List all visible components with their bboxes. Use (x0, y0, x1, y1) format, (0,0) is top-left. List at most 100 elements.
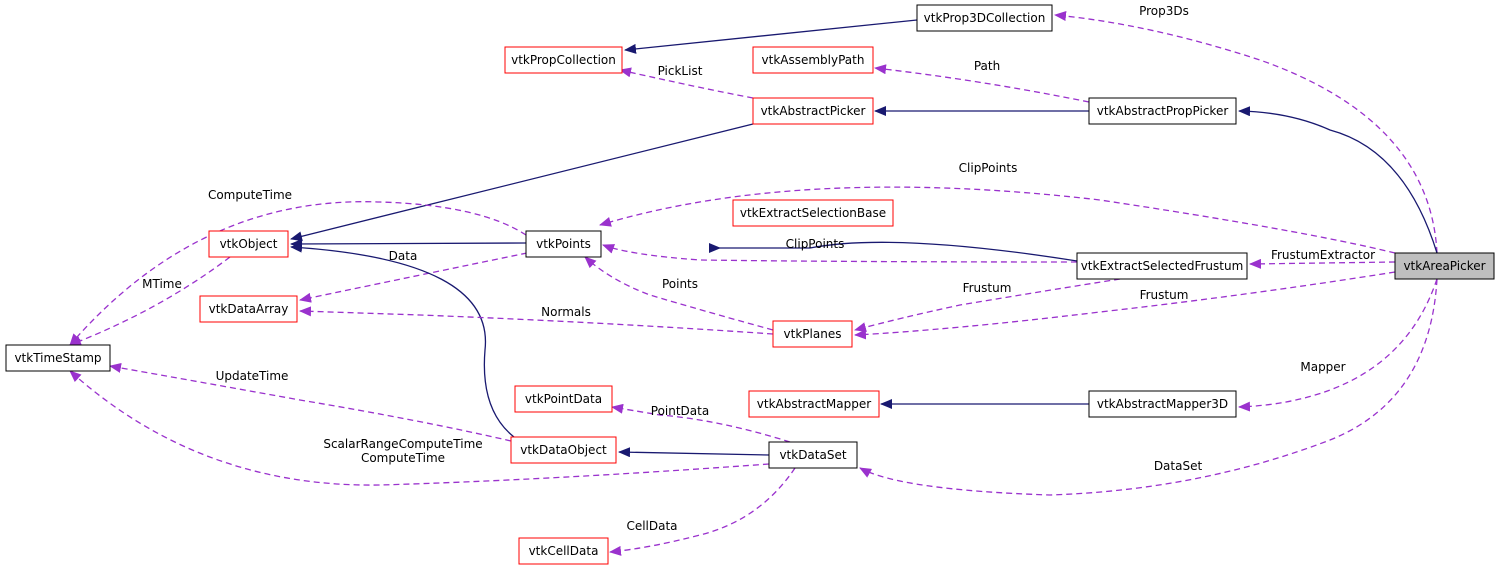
usage-edge-vtkExtractSelectedFrustum-to-vtkPlanes (854, 278, 1121, 332)
usage-edge-vtkAbstractPicker-to-vtkPropCollection (619, 67, 754, 99)
edge-label-vtkDataSet-to-vtkTimeStamp: ScalarRangeComputeTime (323, 437, 482, 451)
node-label-vtkExtractSelectionBase: vtkExtractSelectionBase (740, 206, 886, 220)
edge-label-vtkDataObject-to-vtkTimeStamp: UpdateTime (216, 369, 289, 383)
edge-label-vtkPlanes-to-vtkDataArray: Normals (541, 305, 591, 319)
usage-edge-vtkAreaPicker-to-vtkExtractSelectedFrustum (1249, 258, 1396, 269)
node-label-vtkCellData: vtkCellData (529, 544, 599, 558)
node-box-vtkPlanes (772, 320, 853, 348)
node-vtkDataObject[interactable]: vtkDataObject (510, 436, 617, 464)
usage-edge-vtkPoints-to-vtkDataArray (299, 252, 528, 303)
inheritance-edge-vtkAreaPicker-to-vtkAbstractPropPicker (1238, 106, 1438, 254)
edge-label-vtkPoints-to-vtkDataArray: Data (389, 249, 418, 263)
node-label-vtkExtractSelectedFrustum: vtkExtractSelectedFrustum (1081, 259, 1244, 273)
node-label-vtkAbstractPropPicker: vtkAbstractPropPicker (1097, 104, 1229, 118)
node-box-vtkObject (208, 230, 289, 258)
usage-edge-vtkPlanes-to-vtkPoints (584, 256, 774, 331)
node-vtkPropCollection[interactable]: vtkPropCollection (504, 46, 623, 74)
node-box-vtkAbstractMapper (748, 390, 880, 418)
usage-edge-vtkAreaPicker-to-vtkProp3DCollection (1054, 11, 1438, 254)
node-label-vtkProp3DCollection: vtkProp3DCollection (924, 11, 1046, 25)
edge-label-vtkAreaPicker-to-vtkExtractSelectedFrustum: FrustumExtractor (1271, 248, 1375, 262)
node-vtkExtractSelectionBase[interactable]: vtkExtractSelectionBase (732, 199, 894, 227)
usage-edge-vtkAbstractPropPicker-to-vtkAssemblyPath (874, 64, 1090, 103)
usage-edge-vtkAreaPicker-to-vtkPlanes (854, 271, 1396, 340)
node-label-vtkPropCollection: vtkPropCollection (511, 53, 616, 67)
node-vtkObject[interactable]: vtkObject (208, 230, 289, 258)
usage-edge-vtkAreaPicker-to-vtkPoints (599, 186, 1396, 254)
edge-label-vtkDataSet-to-vtkPointData: PointData (651, 404, 709, 418)
node-vtkPointData[interactable]: vtkPointData (514, 385, 613, 413)
usage-edge-vtkExtractSelectedFrustum-to-vtkPoints (602, 244, 1078, 263)
edge-label-vtkExtractSelectedFrustum-to-vtkPlanes: Frustum (963, 281, 1012, 295)
node-vtkDataArray[interactable]: vtkDataArray (199, 295, 298, 323)
inheritance-edge-vtkAbstractPicker-to-vtkObject (290, 123, 754, 242)
node-label-vtkDataArray: vtkDataArray (209, 302, 289, 316)
node-vtkAbstractMapper3D[interactable]: vtkAbstractMapper3D (1088, 390, 1237, 418)
node-vtkProp3DCollection[interactable]: vtkProp3DCollection (916, 4, 1053, 32)
node-box-vtkProp3DCollection (916, 4, 1053, 32)
edge-label-vtkAreaPicker-to-vtkAbstractMapper3D: Mapper (1300, 360, 1345, 374)
node-box-vtkAssemblyPath (752, 46, 874, 74)
node-vtkTimeStamp[interactable]: vtkTimeStamp (5, 344, 111, 372)
usage-edge-vtkObject-to-vtkTimeStamp (69, 256, 231, 346)
usage-edge-vtkDataSet-to-vtkTimeStamp (69, 370, 770, 486)
node-box-vtkDataObject (510, 436, 617, 464)
edge-label-vtkAreaPicker-to-vtkDataSet: DataSet (1154, 459, 1203, 473)
node-box-vtkAreaPicker (1394, 252, 1495, 280)
node-vtkAbstractPicker[interactable]: vtkAbstractPicker (752, 97, 874, 125)
node-vtkExtractSelectedFrustum[interactable]: vtkExtractSelectedFrustum (1076, 252, 1248, 280)
node-vtkDataSet[interactable]: vtkDataSet (768, 441, 858, 469)
edge-label-vtkPoints-to-vtkTimeStamp: ComputeTime (208, 188, 292, 202)
node-vtkAreaPicker: vtkAreaPicker (1394, 252, 1495, 280)
usage-edge-vtkAreaPicker-to-vtkDataSet (859, 278, 1438, 496)
node-label-vtkDataObject: vtkDataObject (520, 443, 607, 457)
node-box-vtkAbstractPicker (752, 97, 874, 125)
inheritance-edge-vtkPoints-to-vtkObject (290, 238, 527, 249)
node-box-vtkExtractSelectedFrustum (1076, 252, 1248, 280)
node-vtkCellData[interactable]: vtkCellData (518, 537, 609, 565)
node-box-vtkDataArray (199, 295, 298, 323)
node-box-vtkExtractSelectionBase (732, 199, 894, 227)
node-label-vtkObject: vtkObject (220, 237, 278, 251)
edge-label-vtkPlanes-to-vtkPoints: Points (662, 277, 698, 291)
node-box-vtkDataSet (768, 441, 858, 469)
node-box-vtkCellData (518, 537, 609, 565)
inheritance-edge-vtkDataSet-to-vtkDataObject (618, 447, 770, 458)
inheritance-edge-vtkDataObject-to-vtkObject (290, 242, 515, 438)
edge-label-vtkDataSet-to-vtkTimeStamp: ComputeTime (361, 451, 445, 465)
edge-label-vtkDataSet-to-vtkCellData: CellData (626, 519, 677, 533)
node-label-vtkPointData: vtkPointData (525, 392, 602, 406)
edge-label-vtkAbstractPropPicker-to-vtkAssemblyPath: Path (974, 59, 1000, 73)
edge-label-vtkAreaPicker-to-vtkPlanes: Frustum (1140, 288, 1189, 302)
node-vtkAbstractPropPicker[interactable]: vtkAbstractPropPicker (1088, 97, 1237, 125)
node-label-vtkDataSet: vtkDataSet (779, 448, 846, 462)
node-label-vtkAbstractPicker: vtkAbstractPicker (761, 104, 866, 118)
node-label-vtkAbstractMapper3D: vtkAbstractMapper3D (1097, 397, 1228, 411)
node-box-vtkAbstractPropPicker (1088, 97, 1237, 125)
usage-edge-vtkPlanes-to-vtkDataArray (299, 306, 774, 335)
edge-label-vtkAreaPicker-to-vtkPoints: ClipPoints (959, 161, 1018, 175)
node-vtkAssemblyPath[interactable]: vtkAssemblyPath (752, 46, 874, 74)
node-box-vtkAbstractMapper3D (1088, 390, 1237, 418)
node-box-vtkPointData (514, 385, 613, 413)
edge-label-vtkAbstractPicker-to-vtkPropCollection: PickList (658, 64, 703, 78)
node-vtkPoints[interactable]: vtkPoints (525, 230, 602, 258)
usage-edge-vtkDataSet-to-vtkPointData (611, 403, 791, 443)
edge-label-vtkExtractSelectedFrustum-to-vtkPoints: ClipPoints (786, 237, 845, 251)
usage-edge-vtkPoints-to-vtkTimeStamp (69, 201, 527, 346)
node-label-vtkAbstractMapper: vtkAbstractMapper (757, 397, 871, 411)
node-vtkPlanes[interactable]: vtkPlanes (772, 320, 853, 348)
node-label-vtkAssemblyPath: vtkAssemblyPath (762, 53, 865, 67)
node-box-vtkTimeStamp (5, 344, 111, 372)
edge-label-vtkAreaPicker-to-vtkProp3DCollection: Prop3Ds (1139, 4, 1189, 18)
node-box-vtkPropCollection (504, 46, 623, 74)
node-label-vtkPlanes: vtkPlanes (784, 327, 842, 341)
usage-edge-vtkAreaPicker-to-vtkAbstractMapper3D (1238, 278, 1438, 412)
inheritance-edge-vtkExtractSelectedFrustum-to-vtkExtractSelectionBase (709, 241, 1078, 262)
edge-label-vtkObject-to-vtkTimeStamp: MTime (142, 277, 182, 291)
node-label-vtkPoints: vtkPoints (536, 237, 591, 251)
node-vtkAbstractMapper[interactable]: vtkAbstractMapper (748, 390, 880, 418)
inheritance-edge-vtkProp3DCollection-to-vtkPropCollection (624, 19, 918, 54)
node-label-vtkTimeStamp: vtkTimeStamp (14, 351, 101, 365)
